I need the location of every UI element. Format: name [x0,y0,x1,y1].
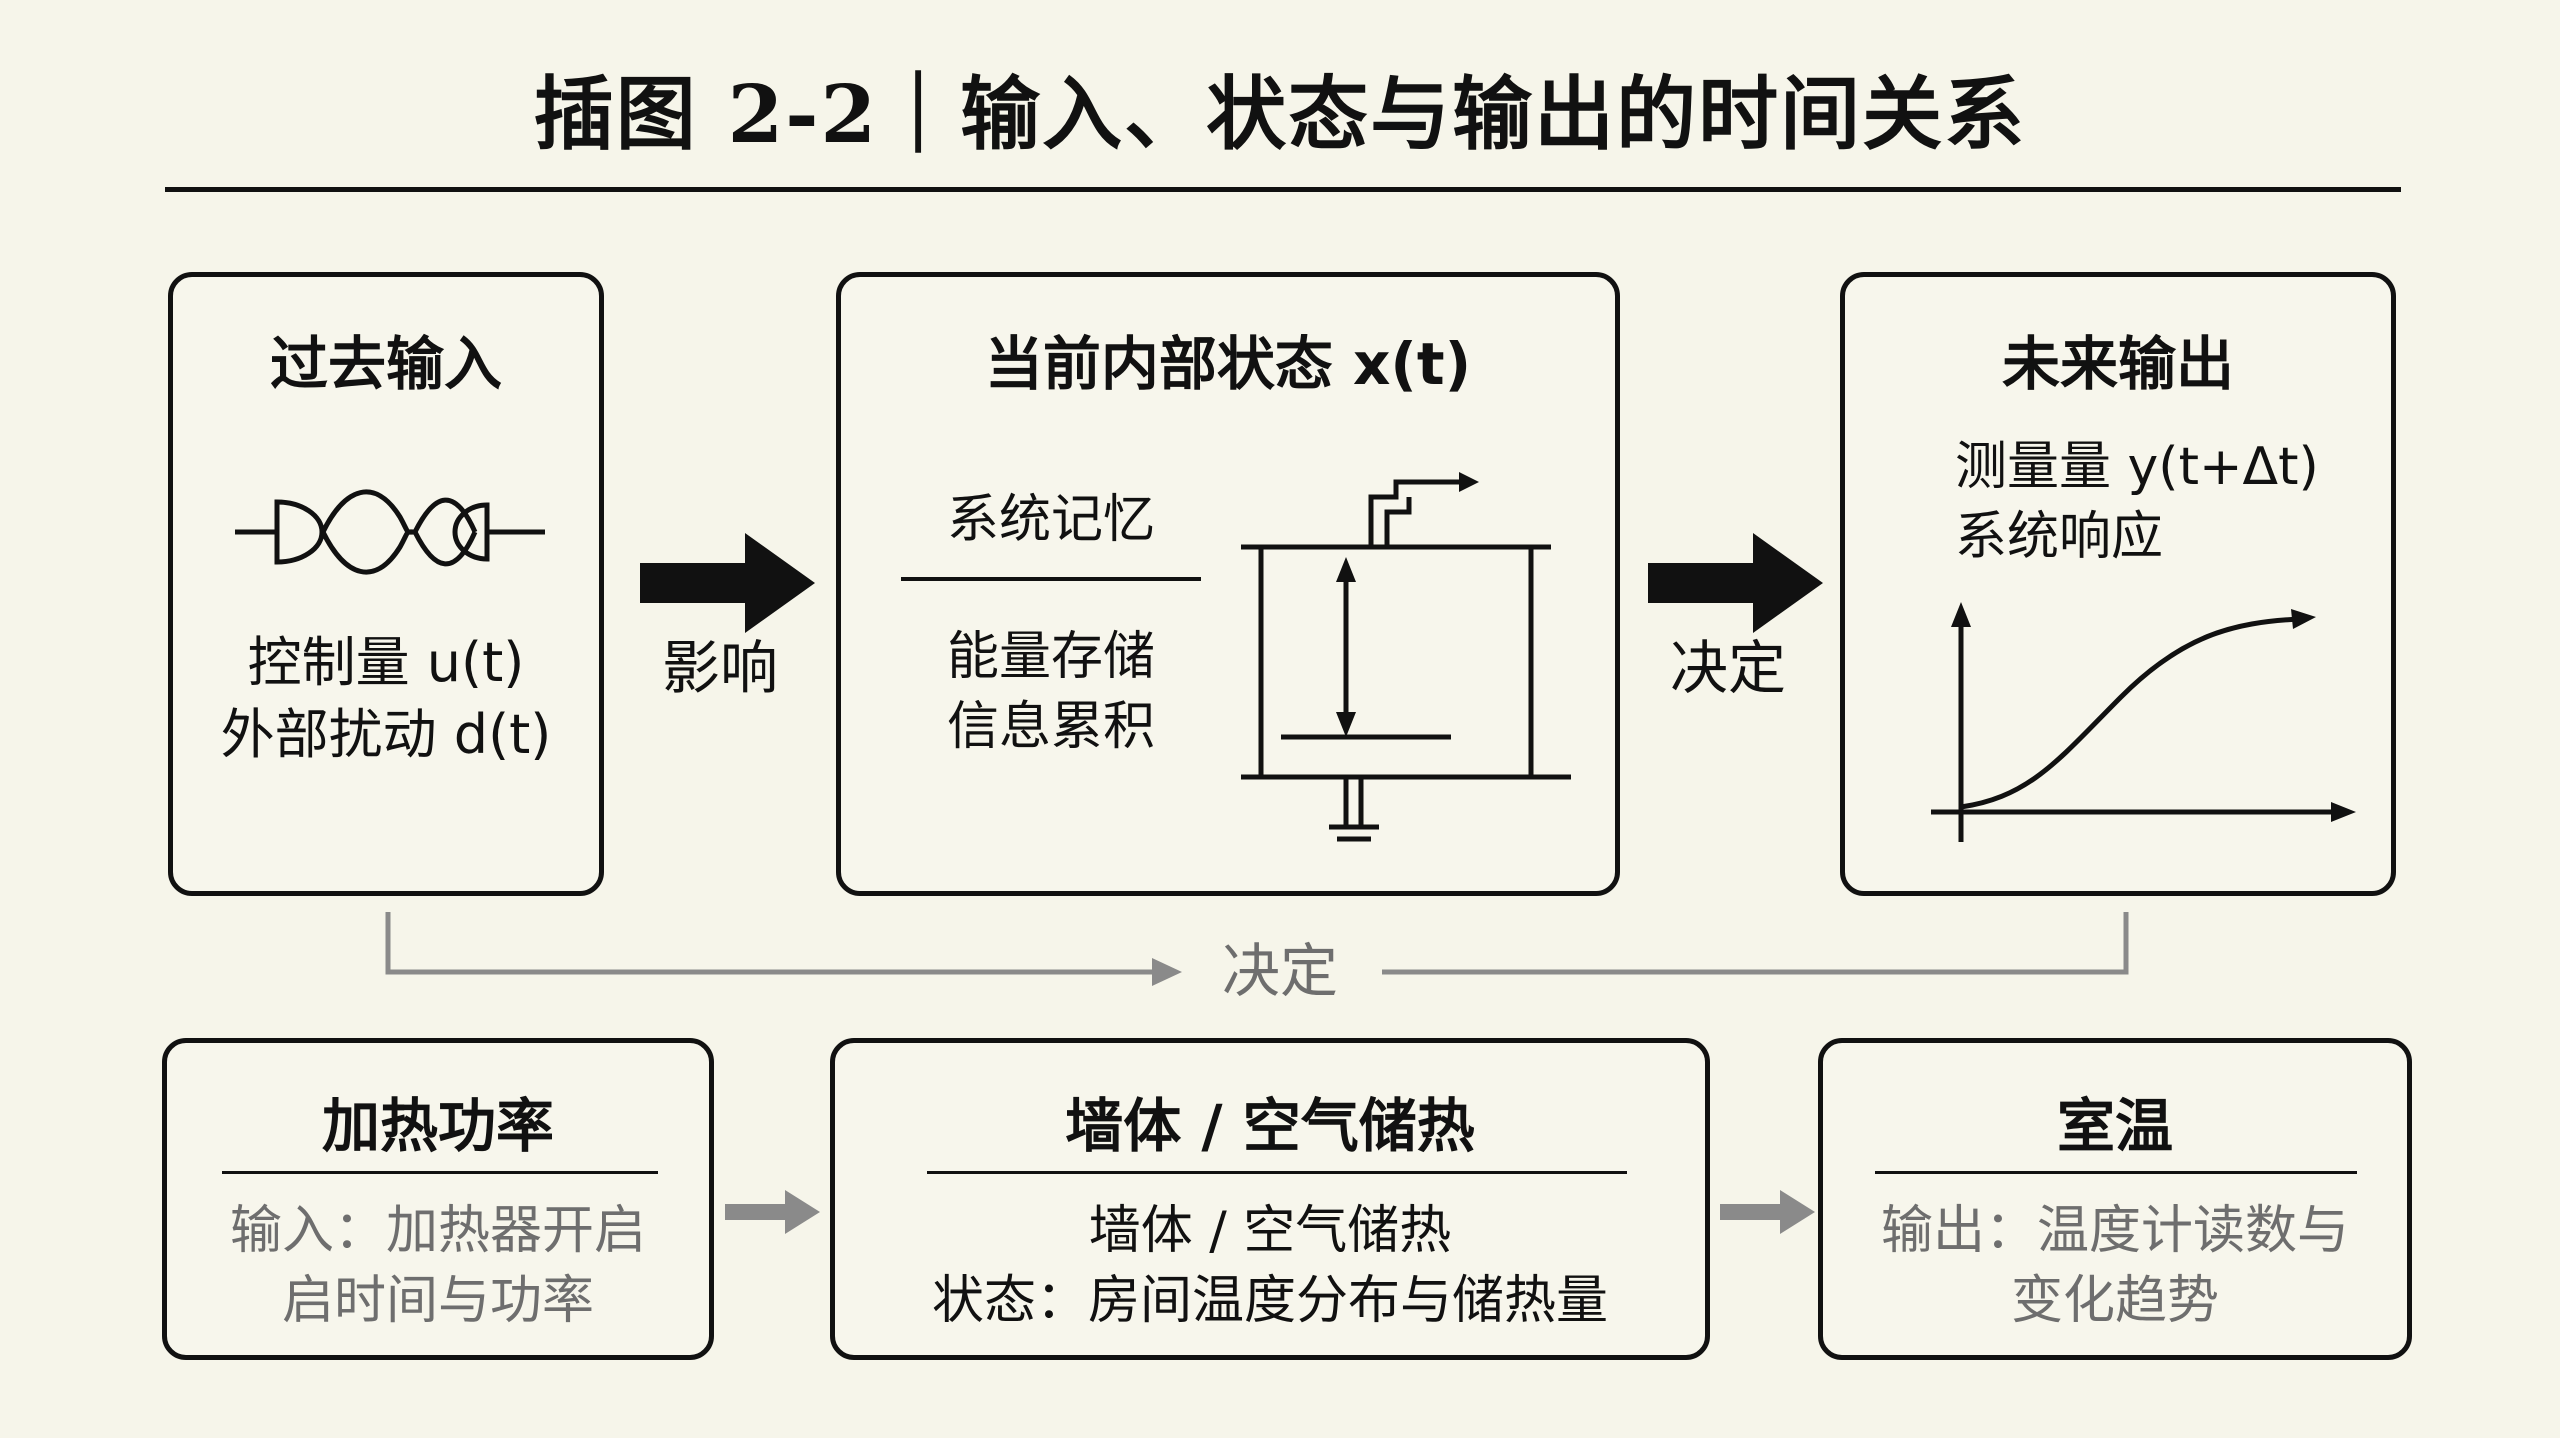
control-input-label: 控制量 u(t) [247,631,525,694]
heating-to-storage-arrow-icon [725,1190,820,1234]
future-output-title: 未来输出 [2001,330,2234,398]
determine-arrow-icon [1648,533,1823,633]
past-input-title: 过去输入 [269,330,502,398]
bracket-determine-label: 决定 [1221,937,1338,1005]
heating-divider [222,1171,658,1174]
room-desc-line1: 输出：温度计读数与 [1880,1201,2349,1261]
storage-desc-line2: 状态：房间温度分布与储热量 [931,1271,1608,1331]
memory-divider [901,577,1201,581]
room-temp-title: 室温 [2056,1092,2173,1160]
determine-label: 决定 [1669,634,1786,702]
storage-divider [927,1171,1627,1174]
disturbance-label: 外部扰动 d(t) [220,703,552,766]
room-temp-box: 室温 输出：温度计读数与 变化趋势 [1818,1038,2412,1360]
page-title: 插图 2-2｜输入、状态与输出的时间关系 [533,67,2027,161]
heating-desc-line1: 输入：加热器开启 [229,1201,646,1261]
storage-tank-icon [1241,472,1571,842]
system-memory-label: 系统记忆 [946,490,1155,550]
past-input-box: 过去输入 控制量 u(t) 外部扰动 d(t) [168,272,604,896]
storage-desc-line1: 墙体 / 空气储热 [1088,1201,1452,1261]
title-divider [165,187,2401,192]
internal-state-box: 当前内部状态 x(t) 系统记忆 能量存储 信息累积 [836,272,1620,896]
heating-power-title: 加热功率 [321,1092,554,1160]
heat-storage-box: 墙体 / 空气储热 墙体 / 空气储热 状态：房间温度分布与储热量 [830,1038,1710,1360]
future-output-box: 未来输出 测量量 y(t+Δt) 系统响应 [1840,272,2396,896]
heating-power-box: 加热功率 输入：加热器开启 启时间与功率 [162,1038,714,1360]
response-curve-icon [1931,602,2356,842]
signal-waveform-icon [235,489,545,575]
influence-arrow-icon [640,533,815,633]
measurement-label: 测量量 y(t+Δt) [1955,437,2319,497]
heating-desc-line2: 启时间与功率 [281,1271,594,1331]
room-desc-line2: 变化趋势 [2010,1271,2219,1331]
energy-storage-label: 能量存储 [946,627,1155,687]
room-divider [1875,1171,2357,1174]
info-accumulation-label: 信息累积 [946,697,1155,757]
storage-to-room-arrow-icon [1720,1190,1815,1234]
internal-state-title: 当前内部状态 x(t) [984,330,1472,398]
system-response-label: 系统响应 [1955,507,2164,567]
heat-storage-title: 墙体 / 空气储热 [1065,1092,1475,1160]
influence-label: 影响 [661,634,778,702]
